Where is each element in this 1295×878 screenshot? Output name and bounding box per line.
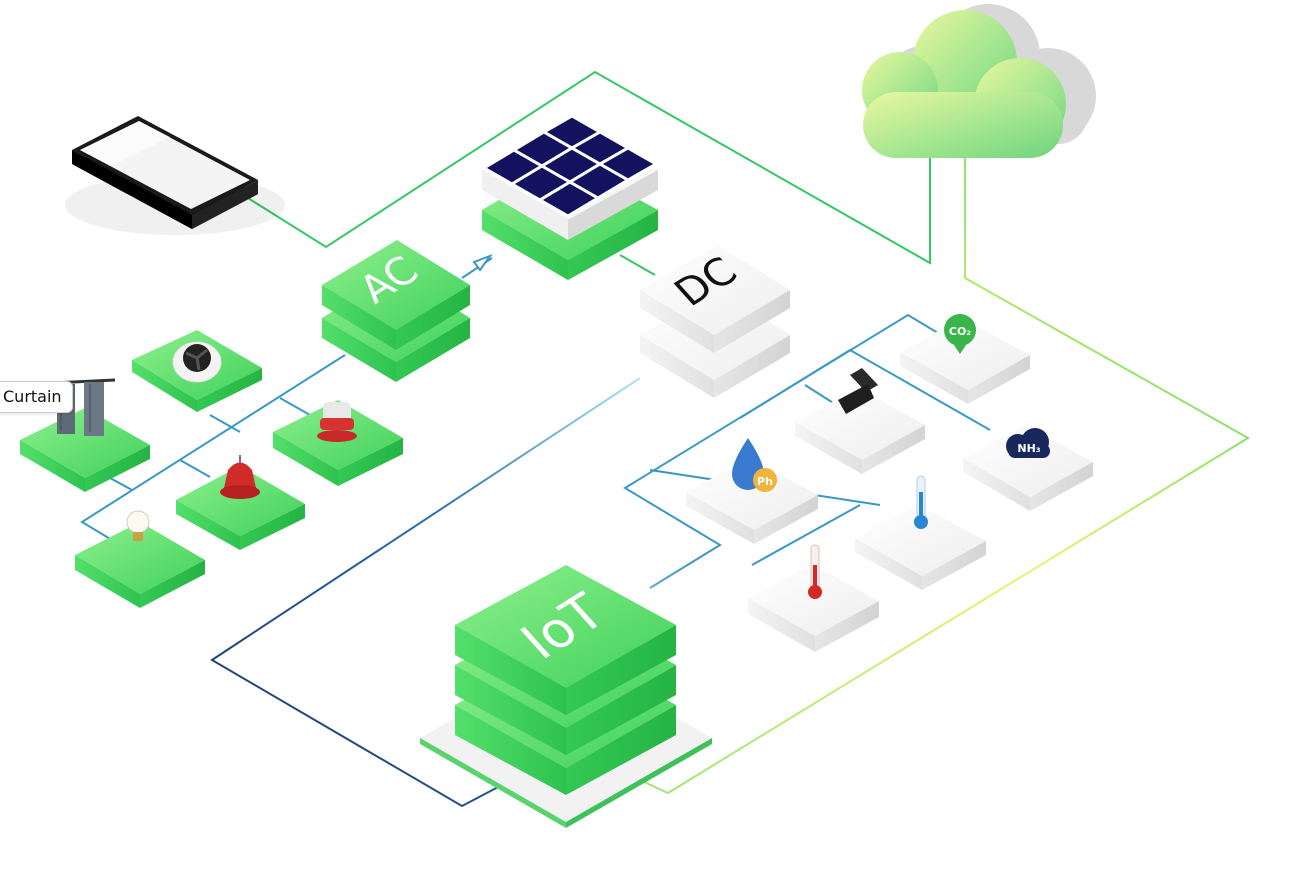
thermometer-icon	[914, 475, 928, 529]
line-ac-branch-1	[209, 414, 241, 433]
ph-tile: Ph	[686, 438, 818, 544]
nh3-sensor-icon: NH₃	[1006, 428, 1050, 458]
thermometer-tile-2	[748, 544, 879, 652]
line-ac-branch-3	[179, 459, 211, 478]
thermometer-tile-1	[855, 475, 986, 590]
curtain-label: Curtain	[0, 381, 73, 413]
thermometer-icon-red	[808, 544, 822, 599]
line-phone-solar	[247, 70, 931, 265]
fan-tile	[132, 330, 262, 412]
ph-label: Ph	[757, 475, 773, 488]
line-solar-dc	[619, 254, 656, 276]
nh3-tile: NH₃	[963, 425, 1093, 511]
co2-label: CO₂	[949, 325, 971, 338]
ac-block: AC	[322, 240, 470, 382]
curtain-tile	[20, 378, 150, 492]
smartphone-icon	[65, 116, 285, 235]
co2-sensor-icon: CO₂	[944, 314, 976, 354]
line-ac-branch-2	[279, 397, 311, 416]
fan-icon	[172, 341, 222, 383]
feeder-icon	[220, 455, 260, 499]
camera-tile	[795, 368, 925, 474]
drinker-icon	[317, 402, 357, 442]
camera-icon	[838, 368, 878, 414]
feeder-tile	[176, 455, 305, 550]
arrow-icon	[472, 253, 493, 272]
bulb-tile	[75, 510, 205, 608]
co2-tile: CO₂	[900, 314, 1030, 404]
dc-block: DC	[640, 245, 790, 398]
cloud-icon	[862, 4, 1096, 158]
line-sensor-branch-1	[739, 348, 991, 431]
line-sensor-branch-4	[751, 504, 861, 566]
line-ac-branch-4	[109, 477, 133, 491]
line-cloud-iot	[639, 140, 1250, 795]
line-ac-devices	[80, 354, 346, 541]
solar-panel-icon	[481, 114, 660, 280]
iot-block: IoT	[420, 470, 712, 828]
drinker-tile	[273, 400, 403, 486]
nh3-label: NH₃	[1017, 442, 1040, 455]
ph-sensor-icon: Ph	[732, 438, 777, 492]
bulb-icon	[126, 510, 150, 541]
